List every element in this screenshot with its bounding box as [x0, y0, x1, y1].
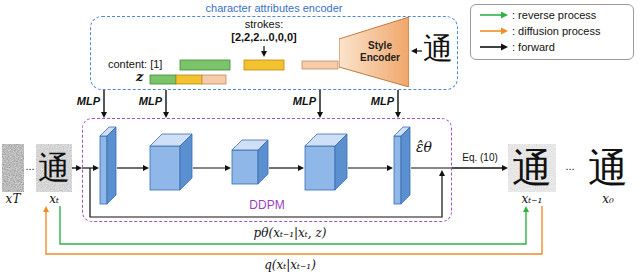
- text-label: [2,2,2...0,0,0]: [231, 31, 296, 43]
- noise-image: [2, 144, 24, 192]
- style-encoder: Style Encoder: [339, 17, 409, 87]
- arrow-head: [411, 48, 417, 54]
- image-area: [2, 144, 24, 192]
- connector: [103, 90, 104, 113]
- edge-label: q(xₜ|xₜ₋₁): [264, 258, 316, 272]
- text-label: 通: [423, 34, 453, 64]
- trapezoid-outline: [339, 17, 409, 87]
- image-label: xₜ: [36, 192, 72, 206]
- image-label: xₜ₋₁: [508, 192, 556, 206]
- text-label: ...: [565, 160, 574, 172]
- text-label: 通: [512, 148, 552, 188]
- text-label: 通: [588, 148, 628, 188]
- image-label: x₀: [584, 192, 632, 206]
- edge-label: Eq. (10): [462, 152, 498, 163]
- noise-image: [36, 144, 72, 192]
- edge-label: MLP: [371, 95, 394, 107]
- legend-text: : forward: [512, 40, 555, 54]
- legend-text: : reverse process: [512, 8, 596, 22]
- connector: [319, 90, 320, 113]
- encoder-label: Style Encoder: [353, 40, 407, 64]
- edge-label: MLP: [293, 95, 316, 107]
- arrow-head: [43, 206, 49, 212]
- legend-samples: [480, 12, 508, 51]
- connector: [397, 90, 398, 113]
- ddpm-region: DDPM: [82, 118, 452, 222]
- text-label: ...: [25, 160, 34, 172]
- connector: [60, 206, 526, 244]
- flow-heads: [93, 165, 445, 176]
- flow-arrows: [82, 168, 452, 217]
- connector: [452, 167, 503, 168]
- conv-block: [100, 127, 410, 204]
- z-bar: [150, 75, 176, 84]
- connector: [165, 90, 166, 113]
- z-bar: [202, 75, 226, 84]
- image-label: xT: [2, 192, 24, 206]
- edge-label: pθ(xₜ₋₁|xₜ, z): [254, 226, 327, 240]
- connector: [46, 206, 542, 254]
- region-title: DDPM: [83, 198, 451, 212]
- style-bar: [302, 61, 338, 69]
- image-node: xT: [2, 144, 24, 206]
- arrow-head: [261, 51, 267, 57]
- region-title: character attributes encoder: [91, 2, 457, 14]
- stroke-bar: [244, 60, 284, 70]
- arrow-head: [523, 206, 529, 212]
- text-label: content: [1]: [108, 58, 162, 70]
- content-bar: [180, 60, 230, 70]
- edge-label: MLP: [77, 95, 100, 107]
- z-bar: [176, 75, 202, 84]
- text-area: Style Encoder: [339, 17, 409, 87]
- text-label: 通: [38, 152, 70, 184]
- text-label: ε̂θ: [416, 139, 432, 155]
- edge-label: MLP: [139, 95, 162, 107]
- arrow-head: [502, 165, 508, 171]
- text-label: strokes:: [245, 18, 284, 30]
- legend-text: : diffusion process: [512, 24, 600, 38]
- noise-image: [508, 144, 556, 192]
- text-label: z: [136, 69, 143, 84]
